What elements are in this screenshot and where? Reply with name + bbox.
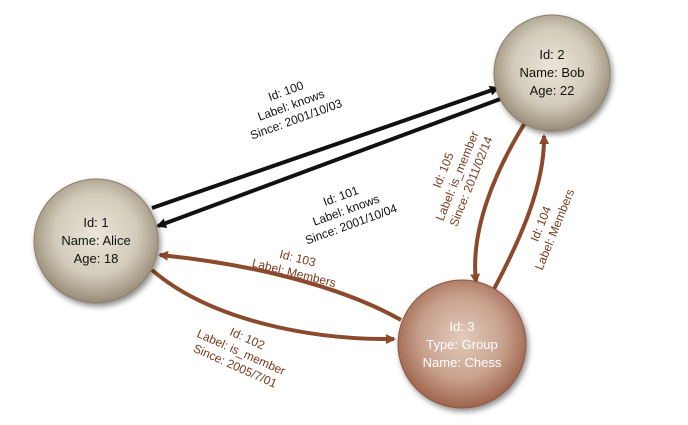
node-alice: Id: 1 Name: Alice Age: 18 (33, 178, 159, 304)
edge-102-label: Id: 102 Label: is_member Since: 2005/7/0… (191, 325, 288, 391)
node-chess-type: Type: Group (426, 337, 498, 352)
node-chess: Id: 3 Type: Group Name: Chess (397, 279, 527, 409)
node-alice-name: Name: Alice (61, 233, 130, 248)
edge-104-line (491, 134, 550, 292)
node-chess-id: Id: 3 (449, 319, 474, 334)
node-bob-id: Id: 2 (539, 47, 564, 62)
node-alice-id: Id: 1 (83, 215, 108, 230)
edge-103-label: Id: 103 Label: Members (251, 247, 338, 290)
edge-101-line (156, 96, 504, 228)
node-chess-name: Name: Chess (423, 355, 502, 370)
edge-102-line (150, 268, 396, 345)
node-alice-circle (33, 178, 159, 304)
node-bob: Id: 2 Name: Bob Age: 22 (493, 14, 611, 132)
node-bob-name: Name: Bob (519, 65, 584, 80)
edge-101-label: Id: 101 Label: knows Since: 2001/10/04 (303, 183, 399, 247)
edge-105-line (470, 116, 530, 284)
node-bob-age: Age: 22 (530, 83, 575, 98)
node-bob-circle (493, 14, 611, 132)
edge-100-label: Id: 100 Label: knows Since: 2001/10/03 (248, 78, 344, 142)
edge-103-line (158, 250, 402, 322)
node-chess-circle (397, 279, 527, 409)
edge-104-label: Id: 104 Label: Members (527, 187, 577, 272)
node-alice-age: Age: 18 (74, 251, 119, 266)
edge-100-line (151, 85, 500, 210)
